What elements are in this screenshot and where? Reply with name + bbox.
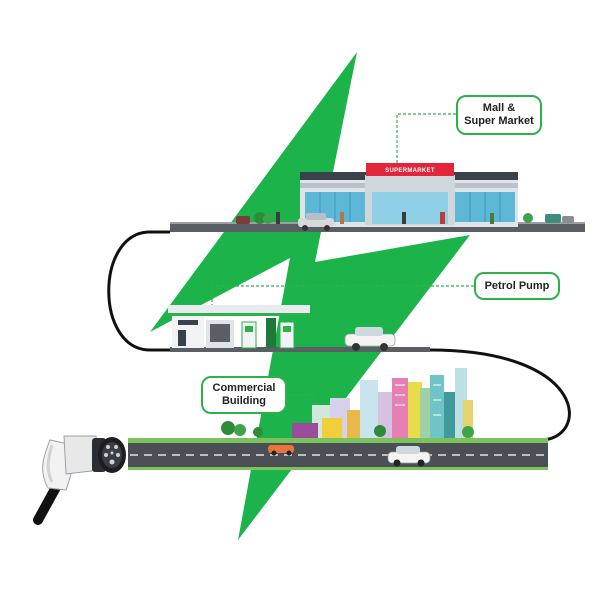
petrol-pump-scene (168, 285, 474, 352)
lightning-bolt-icon (150, 52, 470, 540)
callout-petrol-pump: Petrol Pump (474, 272, 560, 300)
commercial-city-scene (128, 368, 548, 470)
supermarket-sign-text: SUPERMARKET (385, 168, 435, 174)
ev-charger-plug-icon (33, 435, 126, 525)
callout-commercial-label: Commercial Building (212, 382, 276, 407)
supermarket-scene: SUPERMARKET (170, 113, 585, 232)
callout-commercial-building: Commercial Building (201, 376, 287, 414)
callout-mall-super-market: Mall & Super Market (456, 95, 542, 135)
winding-road-line (107, 230, 571, 442)
callout-mall-label: Mall & Super Market (464, 102, 534, 127)
callout-petrol-label: Petrol Pump (484, 279, 550, 292)
